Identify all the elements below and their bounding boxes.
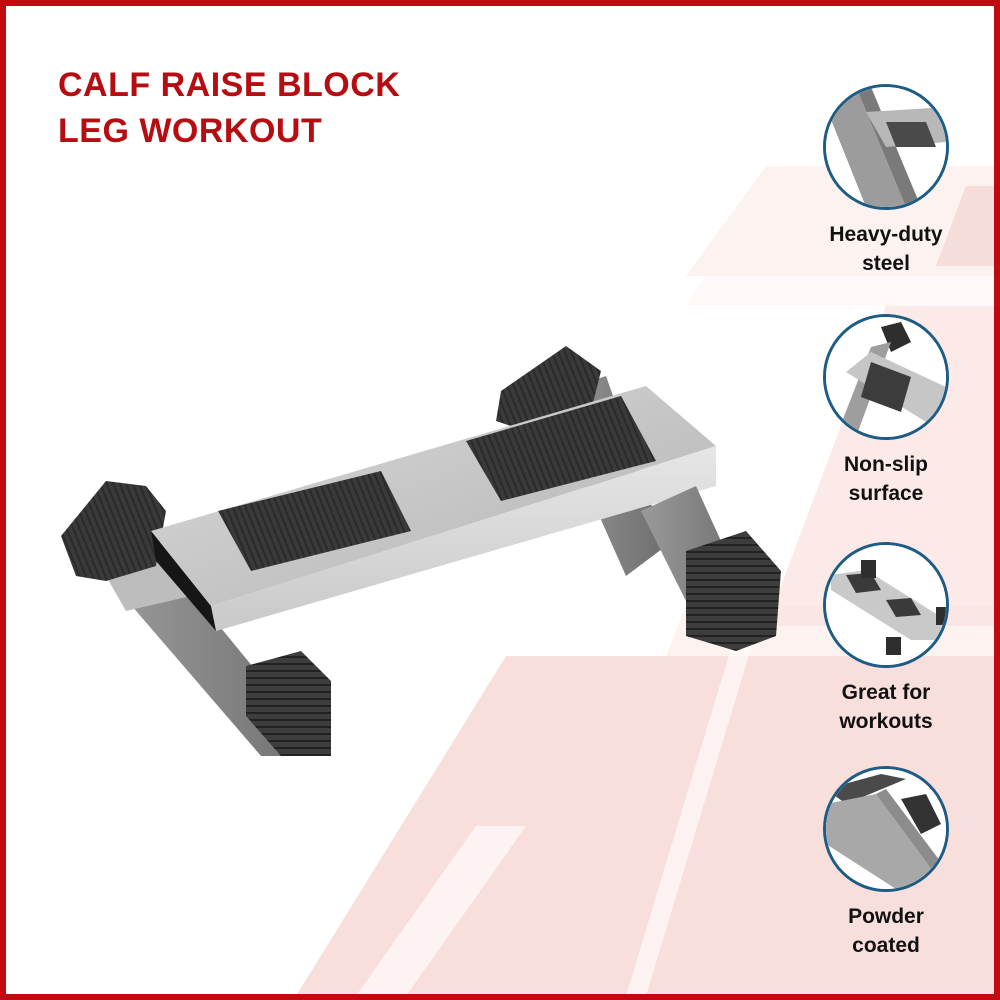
feature-label-line-1: Powder — [848, 905, 924, 928]
powder-coated-tube-icon — [823, 766, 949, 892]
feature-label-line-1: Heavy-duty — [829, 223, 943, 246]
feature-great-for-workouts: Great for workouts — [806, 542, 966, 736]
feature-label-line-2: steel — [862, 252, 910, 275]
title-line-2: LEG WORKOUT — [58, 112, 323, 150]
page-title: CALF RAISE BLOCK LEG WORKOUT — [58, 62, 400, 154]
feature-heavy-duty-steel: Heavy-duty steel — [806, 84, 966, 278]
feature-non-slip-surface: Non-slip surface — [806, 314, 966, 508]
calf-raise-block-image — [61, 346, 781, 756]
feature-powder-coated: Powder coated — [806, 766, 966, 960]
feature-label-line-1: Non-slip — [844, 453, 928, 476]
steel-frame-icon — [823, 84, 949, 210]
workout-block-icon — [823, 542, 949, 668]
non-slip-pad-icon — [823, 314, 949, 440]
feature-label-line-2: surface — [848, 482, 924, 505]
feature-label-line-1: Great for — [841, 681, 931, 704]
feature-label-line-2: coated — [852, 934, 920, 957]
title-line-1: CALF RAISE BLOCK — [58, 66, 401, 104]
feature-label-line-2: workouts — [839, 710, 933, 733]
